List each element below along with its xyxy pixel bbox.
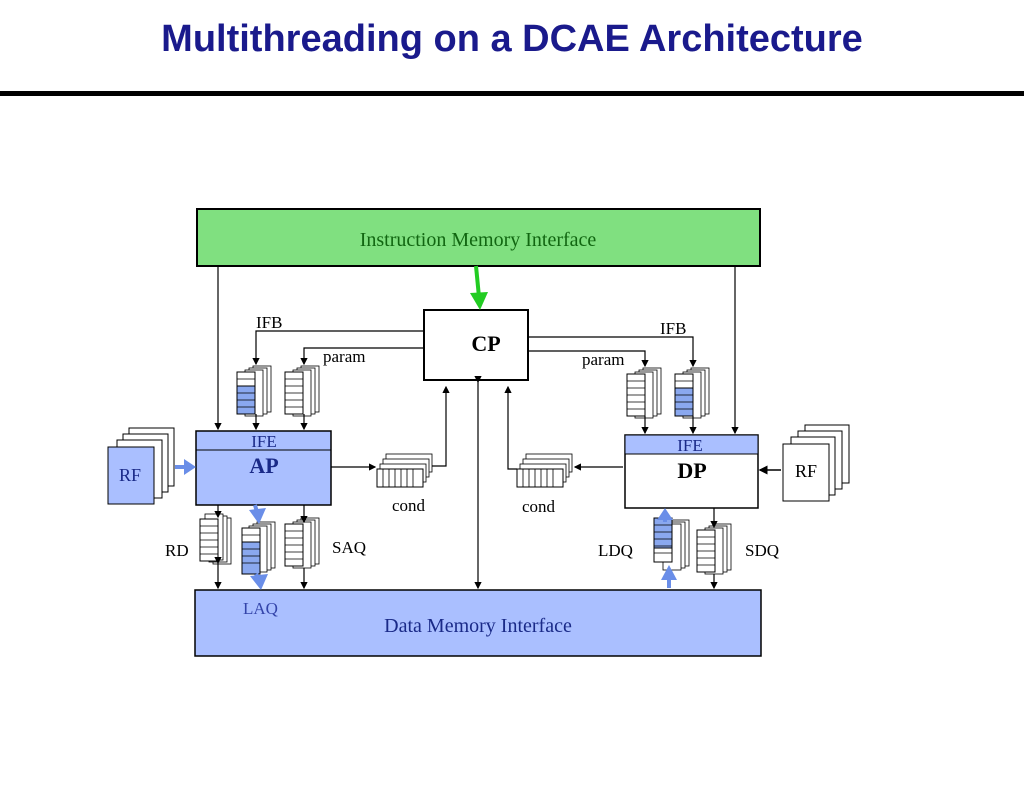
ifb-left-queue <box>236 365 272 417</box>
rf-right-label: RF <box>795 461 817 481</box>
ldq-to-dp-arrow <box>657 508 673 522</box>
ap-block <box>195 430 332 506</box>
sdq-label: SDQ <box>745 541 779 560</box>
rf-left-stack <box>107 427 175 505</box>
rd-label: RD <box>165 541 189 560</box>
param-right-label: param <box>582 350 624 369</box>
title-divider <box>0 91 1024 96</box>
cond-right-queue <box>516 453 573 488</box>
imem-to-cp-arrow <box>470 265 488 310</box>
dp-block <box>624 434 759 509</box>
cond-right-label: cond <box>522 497 556 516</box>
cond-right-to-cp-line <box>504 385 517 470</box>
ldq-label: LDQ <box>598 541 633 560</box>
laq-label: LAQ <box>243 599 278 618</box>
laq-queue <box>241 521 276 575</box>
rf-left-label: RF <box>119 465 141 485</box>
saq-label: SAQ <box>332 538 366 557</box>
saq-queue <box>284 517 320 569</box>
page-title: Multithreading on a DCAE Architecture <box>161 18 863 60</box>
rd-queue <box>199 513 232 565</box>
cond-left-to-cp-line <box>432 385 450 467</box>
cp-to-ifb-right-line <box>528 336 697 368</box>
param-left-queue <box>284 365 320 417</box>
ifb-right-label: IFB <box>660 319 686 338</box>
ifb-left-label: IFB <box>256 313 282 332</box>
dmem-label: Data Memory Interface <box>384 615 572 637</box>
ldq-queue <box>653 517 690 571</box>
laq-to-dmem-arrow <box>250 573 268 590</box>
cp-block <box>423 309 529 381</box>
cp-to-param-left-line <box>300 347 424 366</box>
cp-label: CP <box>471 331 500 356</box>
data-memory-interface <box>194 589 762 657</box>
cond-left-label: cond <box>392 496 426 515</box>
imem-label: Instruction Memory Interface <box>360 229 597 251</box>
cp-to-param-right-line <box>528 350 649 368</box>
ap-to-laq-arrow <box>249 504 266 524</box>
sdq-queue <box>696 523 732 575</box>
ife-left-label: IFE <box>251 432 277 451</box>
cp-to-ifb-left-line <box>252 330 424 366</box>
rf-right-stack <box>782 424 850 502</box>
cond-left-queue <box>376 453 433 488</box>
ifb-right-queue <box>674 367 710 419</box>
param-left-label: param <box>323 347 365 366</box>
instruction-memory-interface <box>196 208 761 267</box>
param-right-queue <box>626 367 662 419</box>
ap-label: AP <box>249 453 278 478</box>
dmem-to-ldq-arrow <box>661 565 677 588</box>
rf-left-to-ap-arrow <box>175 459 196 475</box>
ife-right-label: IFE <box>677 436 703 455</box>
dp-label: DP <box>677 458 706 483</box>
